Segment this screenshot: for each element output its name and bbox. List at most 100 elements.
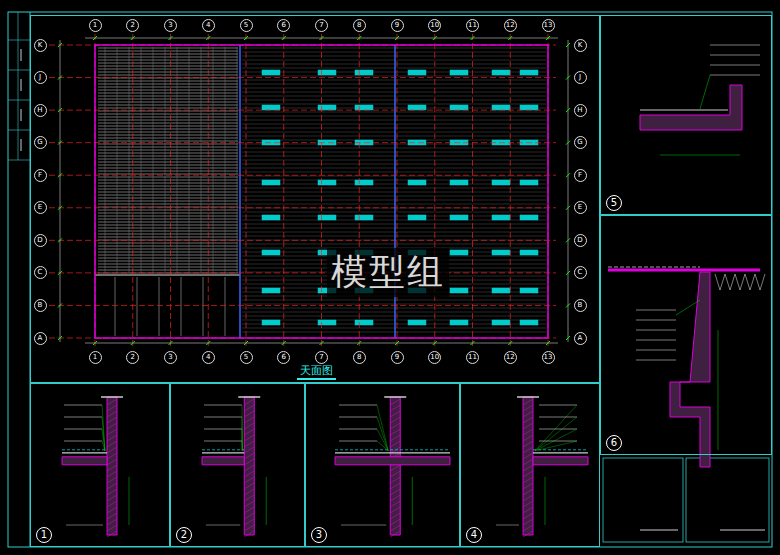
dimension-line	[718, 330, 719, 450]
strip-line	[18, 12, 19, 160]
dimension-tick	[546, 341, 550, 345]
grid-axis-label: 4	[202, 19, 215, 32]
wall-hatch	[523, 453, 533, 459]
leader-line	[242, 417, 243, 451]
note-line	[64, 441, 102, 442]
note-line	[64, 429, 102, 430]
grid-axis-label: K	[574, 39, 587, 52]
dimension-tick	[169, 341, 173, 345]
grid-axis-label: E	[574, 201, 587, 214]
roof-hatch	[98, 222, 238, 223]
roof-hatch	[98, 102, 238, 103]
leader-line	[700, 75, 710, 109]
wall-hatch	[523, 495, 533, 501]
drain-symbol	[318, 105, 336, 110]
strip-line	[8, 40, 30, 41]
drain-symbol	[450, 180, 468, 185]
dimension-tick	[131, 341, 135, 345]
strip-mark	[21, 139, 22, 151]
roof-panel-line	[242, 168, 546, 169]
roof-hatch	[98, 138, 238, 139]
dimension-line	[545, 477, 546, 525]
wall-hatch	[107, 399, 117, 405]
grid-axis-label: 11	[466, 351, 479, 364]
dimension-line	[660, 155, 740, 156]
detail-panel: 2	[170, 383, 305, 547]
dimension-tick	[58, 206, 62, 210]
drain-symbol	[520, 70, 538, 75]
waterproof-layer	[640, 109, 728, 110]
roof-panel-line	[242, 300, 546, 301]
roof-panel-line	[242, 120, 546, 121]
drain-symbol	[262, 320, 280, 325]
roof-hatch	[213, 47, 214, 273]
wall-hatch	[107, 519, 117, 525]
dimension-line	[60, 40, 61, 342]
wall-hatch	[107, 417, 117, 423]
title-block-line	[720, 530, 765, 531]
note-line	[710, 65, 760, 66]
drain-symbol	[262, 70, 280, 75]
roof-panel-line	[242, 200, 546, 201]
drain-symbol	[408, 320, 426, 325]
grid-axis-label: 3	[164, 351, 177, 364]
roof-hatch	[98, 132, 238, 133]
dimension-tick	[58, 108, 62, 112]
drain-symbol	[492, 105, 510, 110]
leader-line	[535, 405, 577, 451]
grid-axis-label: 6	[277, 351, 290, 364]
grid-axis-label: G	[574, 136, 587, 149]
note-line	[636, 350, 676, 351]
roof-panel-line	[242, 160, 546, 161]
detail-number: 5	[606, 195, 622, 211]
strip-line	[8, 160, 30, 161]
dimension-tick	[58, 141, 62, 145]
roof-panel-line	[242, 112, 546, 113]
grid-axis-label: K	[34, 39, 47, 52]
dimension-tick	[320, 36, 324, 40]
grid-axis-label: 8	[353, 351, 366, 364]
roof-panel-line	[242, 308, 546, 309]
wall-hatch	[107, 411, 117, 417]
wall-hatch	[390, 501, 400, 507]
wall-hatch	[107, 429, 117, 435]
waterproof-layer	[335, 452, 450, 453]
roof-hatch	[98, 228, 238, 229]
insulation-layer	[202, 449, 244, 450]
drain-symbol	[520, 215, 538, 220]
wall-hatch	[390, 495, 400, 501]
roof-hatch	[98, 231, 238, 232]
grid-axis-label: H	[34, 104, 47, 117]
grid-axis-label: E	[34, 201, 47, 214]
grid-axis-label: 12	[504, 19, 517, 32]
dimension-tick	[58, 271, 62, 275]
roof-panel-line	[242, 100, 546, 101]
roof-panel-line	[242, 212, 546, 213]
roof-panel-line	[242, 48, 546, 49]
title-block-box	[686, 458, 769, 542]
dimension-tick	[357, 341, 361, 345]
roof-panel-line	[242, 128, 546, 129]
roof-hatch	[98, 189, 238, 190]
grid-axis-label: C	[574, 266, 587, 279]
slab-section	[533, 457, 588, 465]
roof-panel-line	[242, 196, 546, 197]
grid-axis-label: F	[34, 169, 47, 182]
roof-hatch	[98, 246, 238, 247]
roof-hatch	[98, 213, 238, 214]
dimension-tick	[566, 238, 570, 242]
drain-symbol	[355, 320, 373, 325]
wall-hatch	[523, 507, 533, 513]
drain-symbol	[450, 288, 468, 293]
roof-panel-line	[242, 88, 546, 89]
wall-hatch	[107, 501, 117, 507]
wall-hatch	[244, 489, 254, 495]
wall-hatch	[390, 435, 400, 441]
wall-hatch	[523, 429, 533, 435]
roof-hatch	[98, 96, 238, 97]
grid-axis-label: H	[574, 104, 587, 117]
wall-hatch	[523, 477, 533, 483]
wall-hatch	[107, 459, 117, 465]
wall-hatch	[523, 447, 533, 453]
